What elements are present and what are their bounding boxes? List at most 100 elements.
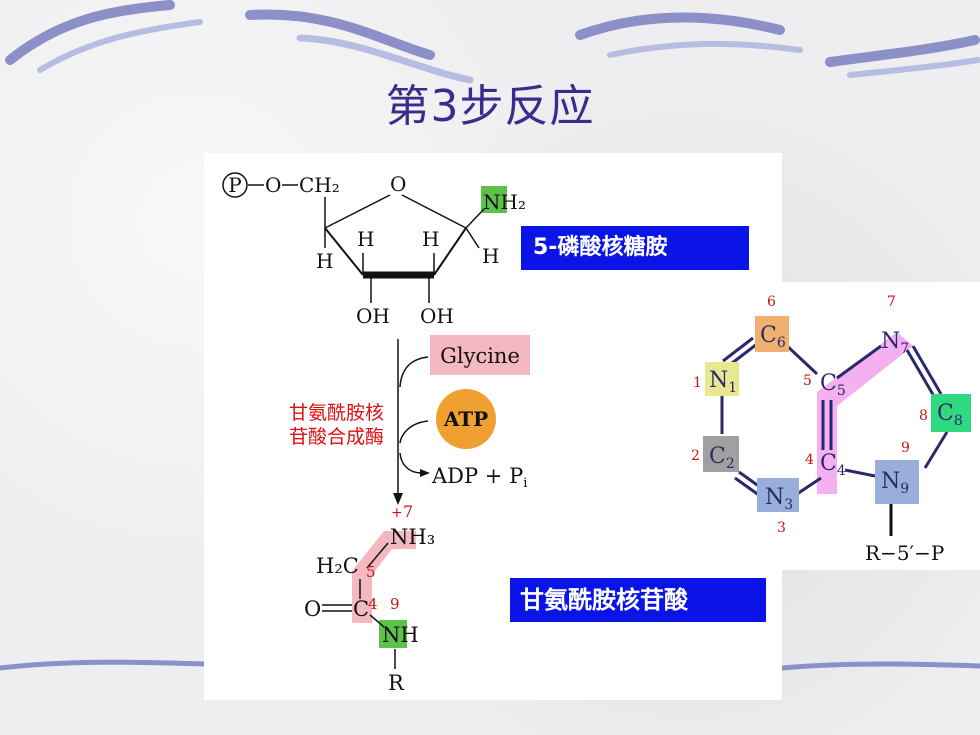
bond-n7-c8-b	[905, 349, 937, 399]
ch2-label: CH₂	[299, 173, 340, 197]
gar-pink-highlight	[352, 531, 416, 623]
c6-atom: C6	[760, 323, 786, 351]
n7-atom: N7	[881, 329, 909, 357]
adp-arrow-head	[420, 469, 430, 477]
bond-c8-n9	[923, 431, 949, 469]
c8-box	[931, 394, 971, 432]
purine-ring-diagram: N1 C2 N3 C4 C5 C6 N7 C8 N9 1 2 3 4 5 6 7…	[691, 294, 971, 565]
pos-9: 9	[901, 440, 910, 456]
bond-n3-c4	[796, 476, 822, 496]
bottom-line-right	[779, 661, 980, 671]
num-7-label: 7	[403, 502, 413, 521]
h-c1-label: H	[482, 244, 499, 268]
h2c-label: H₂C	[316, 554, 359, 578]
nh-label: NH	[382, 623, 419, 647]
bond-n7-c8-a	[911, 345, 943, 395]
slide-title: 第3步反应	[385, 81, 595, 132]
carbonyl-o-label: O	[304, 597, 321, 621]
num-9-label: 9	[390, 595, 400, 613]
reaction-step: Glycine ATP ADP + Pi 甘氨酰胺核 苷酸合成酶	[289, 335, 530, 505]
swoosh-7	[825, 35, 980, 67]
bond-c1-h	[465, 227, 480, 249]
num-4-label: 4	[368, 595, 378, 613]
atp-circle	[436, 389, 496, 449]
bond-c6-c5	[783, 342, 819, 376]
oh-left-label: OH	[356, 304, 390, 328]
adp-curve	[399, 452, 423, 474]
oh-right-label: OH	[420, 304, 454, 328]
c8-atom: C8	[937, 401, 963, 429]
ring-o-label: O	[390, 172, 406, 196]
pos-8: 8	[919, 408, 928, 424]
num-5-label: 5	[366, 563, 376, 581]
reaction-diagram: P O CH₂ O NH₂ H H H H OH OH	[222, 172, 530, 695]
pos-4: 4	[805, 452, 814, 468]
n3-box	[757, 478, 799, 512]
gar-name-label: 甘氨酰胺核苷酸	[510, 578, 766, 622]
r-label: R	[388, 671, 405, 695]
h-c2-label: H	[422, 227, 439, 251]
h-c3-label: H	[357, 227, 374, 251]
swoosh-3	[245, 9, 435, 60]
enzyme-name-line1: 甘氨酰胺核	[289, 402, 384, 424]
bond-c-n7	[366, 542, 389, 569]
swoosh-4	[296, 34, 474, 84]
nh-highlight	[379, 620, 407, 648]
bond-c1-c2	[433, 227, 467, 276]
plus-sign: +	[391, 505, 403, 521]
bond-c4-c3	[324, 227, 364, 276]
swoosh-2	[37, 19, 203, 73]
carbonyl-c-label: C	[353, 597, 369, 621]
ribosylamine-name-label: 5-磷酸核糖胺	[521, 226, 749, 270]
position-numbers: 1 2 3 4 5 6 7 8 9	[691, 294, 928, 536]
n9-atom: N9	[881, 469, 909, 497]
pos-5: 5	[803, 373, 812, 389]
bottom-line-left	[0, 659, 207, 671]
n9-box	[875, 460, 919, 504]
ribosylamine-structure: P O CH₂ O NH₂ H H H H OH OH	[222, 172, 526, 328]
pos-2: 2	[691, 448, 700, 464]
reaction-arrow-head	[393, 493, 403, 505]
products-label: ADP + Pi	[431, 464, 527, 491]
swoosh-5	[575, 12, 785, 40]
nh3-label: NH₃	[390, 525, 435, 549]
glycine-box	[430, 335, 530, 375]
pos-1: 1	[693, 375, 702, 391]
bond-c4-n9	[844, 468, 876, 478]
enzyme-name-line2: 苷酸合成酶	[289, 426, 384, 448]
gar-structure: + 7 NH₃ H₂C 5 O C 4 9 NH R	[304, 502, 435, 695]
nh2-label: NH₂	[483, 190, 526, 214]
c5-atom: C5	[820, 371, 846, 399]
n1-box	[705, 362, 739, 396]
c4-atom: C4	[820, 451, 846, 479]
c2-atom: C2	[709, 444, 735, 472]
purine-panel: N1 C2 N3 C4 C5 C6 N7 C8 N9 1 2 3 4 5 6 7…	[675, 282, 980, 570]
c6-box	[755, 316, 789, 352]
bond-n1-c6-b	[722, 336, 754, 363]
o-link-label: O	[265, 173, 281, 197]
phosphate-label: P	[228, 173, 241, 197]
pos-7: 7	[887, 294, 896, 310]
pos-3: 3	[777, 520, 786, 536]
bond-o-c1	[401, 194, 467, 229]
h-c4-label: H	[316, 249, 333, 273]
atp-curve	[399, 420, 429, 444]
glycine-label: Glycine	[440, 344, 520, 368]
swoosh-8	[847, 57, 980, 78]
bond-c5-n7	[836, 344, 882, 380]
n3-atom: N3	[765, 485, 793, 513]
bond-c4-o	[324, 194, 391, 229]
swoosh-6	[607, 40, 803, 58]
c2-box	[703, 436, 739, 472]
nh2-highlight	[481, 186, 507, 213]
bond-c-nh	[369, 614, 385, 628]
atp-label: ATP	[443, 407, 488, 431]
atom-labels: N1 C2 N3 C4 C5 C6 N7 C8 N9	[709, 323, 963, 513]
swoosh-1	[5, 0, 175, 65]
glycine-curve	[399, 356, 429, 388]
phosphate-circle	[222, 172, 248, 198]
pos-6: 6	[767, 294, 776, 310]
bond-c1-n	[465, 208, 485, 229]
r-5p-label: R−5′−P	[865, 541, 944, 565]
